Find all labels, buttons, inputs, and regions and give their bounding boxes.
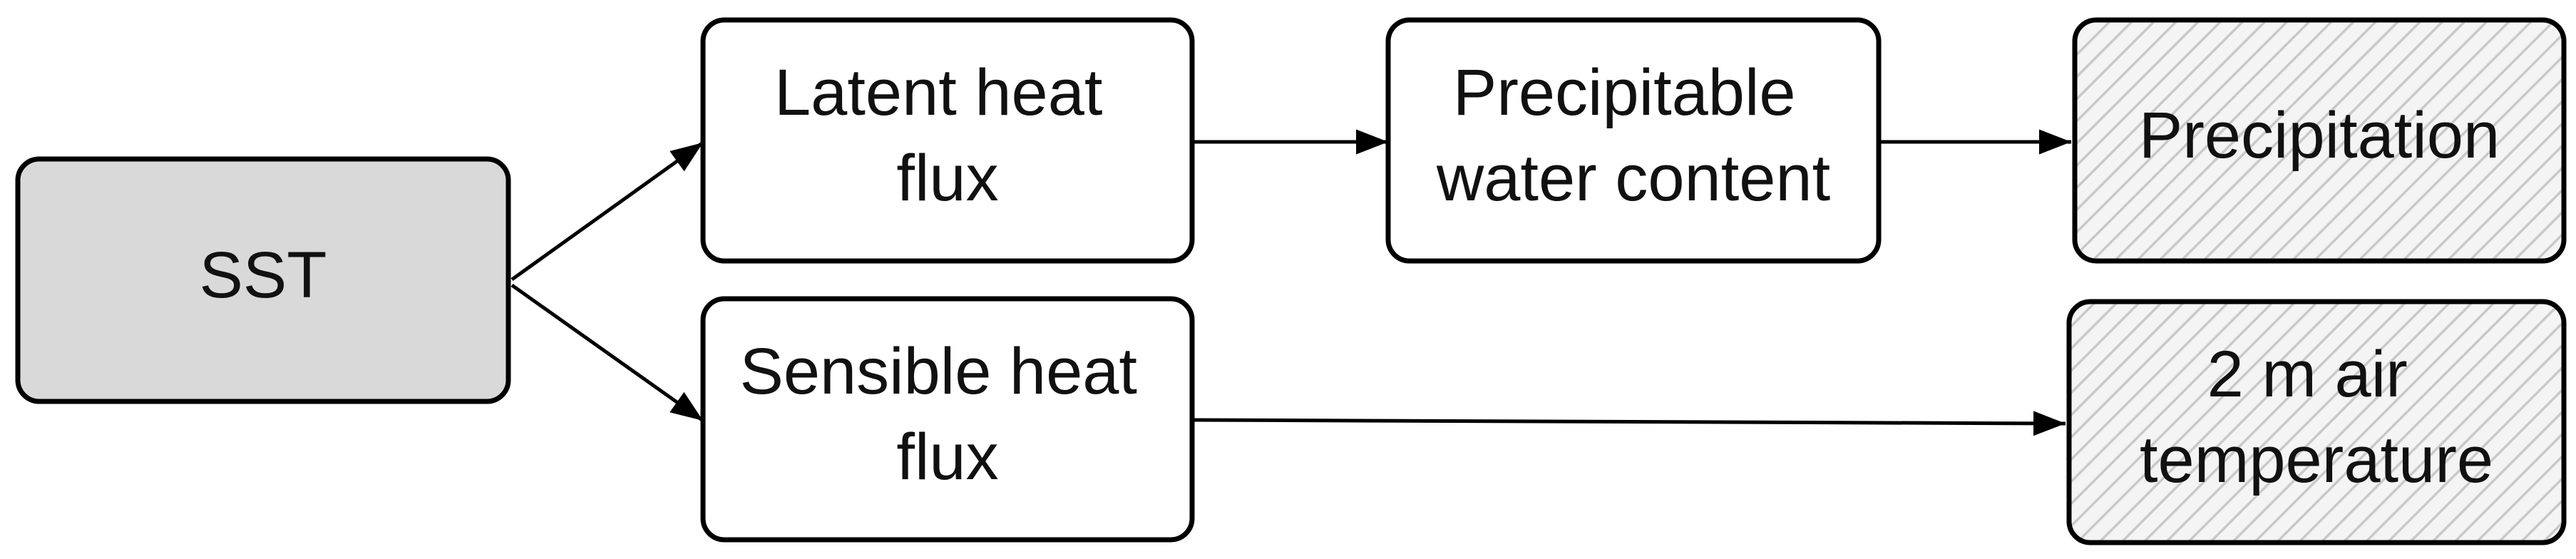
node-precipitable-water-content-label: Precipitable water content <box>1436 56 1830 215</box>
node-2m-air-temperature-box <box>2066 299 2567 545</box>
node-2m-air-temperature-line-2: temperature <box>2140 424 2493 496</box>
node-latent-heat-flux: Latent heat flux <box>700 17 1195 264</box>
arrow-sst-to-latent-heat-flux <box>510 140 704 282</box>
node-sst-line-1: SST <box>200 239 327 312</box>
node-2m-air-temperature: 2 m air temperature <box>2066 299 2567 545</box>
node-precipitable-water-content: Precipitable water content <box>1385 17 1882 264</box>
node-precipitation-line-1: Precipitation <box>2139 99 2500 172</box>
node-precipitation: Precipitation <box>2072 17 2567 264</box>
node-sst: SST <box>15 156 511 404</box>
node-2m-air-temperature-line-1: 2 m air <box>2207 338 2408 411</box>
node-precipitation-label: Precipitation <box>2139 99 2500 172</box>
node-latent-heat-flux-box <box>700 17 1195 264</box>
node-sensible-heat-flux-label: Sensible heat flux <box>739 335 1155 493</box>
arrow-sst-to-sensible-heat-flux <box>510 283 704 423</box>
node-sst-label: SST <box>200 239 327 312</box>
node-precipitable-water-content-line-1: Precipitable <box>1453 56 1796 129</box>
node-sensible-heat-flux: Sensible heat flux <box>700 296 1195 543</box>
arrow-sensible-heat-flux-to-air-temperature <box>1194 411 2066 436</box>
node-latent-heat-flux-label: Latent heat flux <box>774 56 1121 215</box>
node-latent-heat-flux-line-2: flux <box>896 142 998 215</box>
node-latent-heat-flux-line-1: Latent heat <box>774 56 1102 129</box>
node-2m-air-temperature-label: 2 m air temperature <box>2140 338 2493 496</box>
node-sensible-heat-flux-line-2: flux <box>896 421 998 493</box>
node-precipitable-water-content-box <box>1385 17 1882 264</box>
node-sensible-heat-flux-line-1: Sensible heat <box>739 335 1137 408</box>
node-precipitation-box <box>2072 17 2567 264</box>
node-sensible-heat-flux-box <box>700 296 1195 543</box>
arrows <box>510 129 2071 436</box>
node-precipitable-water-content-line-2: water content <box>1436 142 1830 215</box>
node-sst-box <box>15 156 511 404</box>
